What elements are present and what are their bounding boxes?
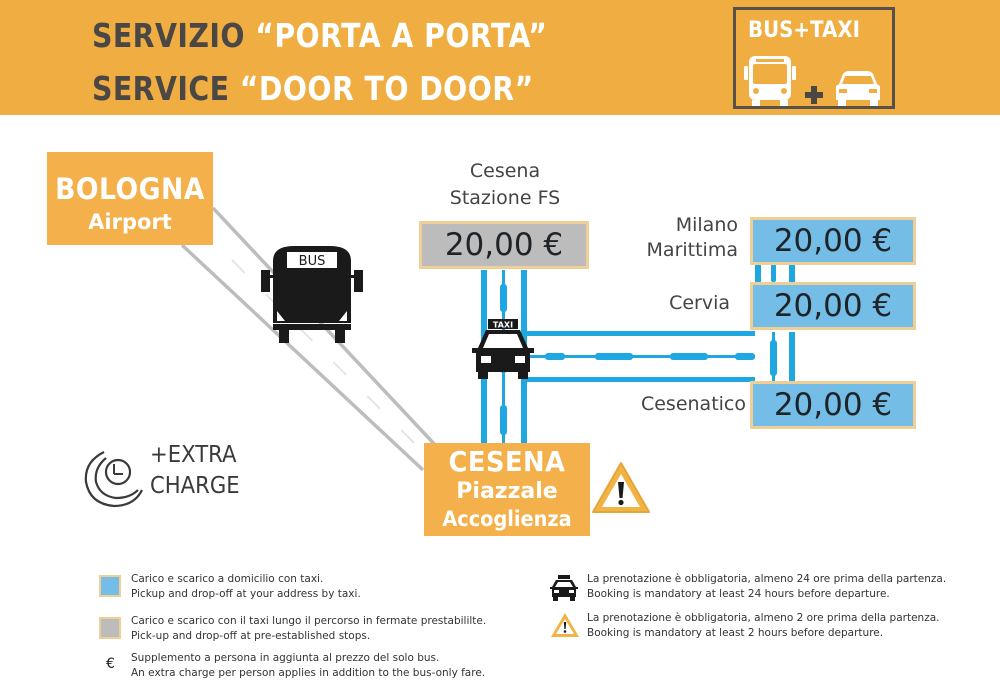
taxi-route-coast	[527, 331, 755, 382]
title-italian: SERVIZIO “PORTA A PORTA”	[92, 16, 547, 55]
legend-taxi-it: La prenotazione è obbligatoria, almeno 2…	[587, 573, 947, 585]
hub-place-line1: Piazzale	[456, 479, 558, 504]
taxi-icon: TAXI	[472, 319, 534, 379]
extra-charge-label: +EXTRA CHARGE	[150, 440, 240, 502]
extra-charge-line1: +EXTRA	[150, 442, 237, 468]
taxi-route-connectors	[755, 264, 795, 384]
price-milano-marittima: 20,00 €	[750, 217, 916, 265]
destination-label-milano-marittima: Milano Marittima	[620, 213, 738, 263]
legend-euro-it: Supplemento a persona in aggiunta al pre…	[131, 652, 440, 664]
title-english-prefix: SERVICE	[92, 69, 230, 108]
hub-place-line2: Accoglienza	[442, 507, 572, 531]
legend-item-blue: Carico e scarico a domicilio con taxi. P…	[131, 572, 361, 602]
price-station-grey: 20,00 €	[419, 221, 589, 269]
legend-grey-it: Carico e scarico con il taxi lungo il pe…	[131, 615, 487, 627]
station-label-line1: Cesena	[469, 160, 541, 182]
station-label-line2: Stazione FS	[449, 187, 561, 209]
legend-warning-it: La prenotazione è obbligatoria, almeno 2…	[587, 612, 940, 624]
car-icon	[836, 71, 880, 106]
legend-item-grey: Carico e scarico con il taxi lungo il pe…	[131, 614, 486, 644]
legend-blue-it: Carico e scarico a domicilio con taxi.	[131, 573, 324, 585]
legend-grey-swatch	[99, 617, 121, 639]
bus-taxi-badge: BUS+TAXI	[733, 7, 895, 109]
title-english: SERVICE “DOOR TO DOOR”	[92, 69, 534, 108]
legend-euro-en: An extra charge per person applies in ad…	[131, 667, 486, 679]
legend-taxi-en: Booking is mandatory at least 24 hours b…	[587, 588, 890, 600]
legend-item-euro: Supplemento a persona in aggiunta al pre…	[131, 651, 485, 681]
taxi-sign: TAXI	[493, 321, 513, 330]
origin-bologna-airport: BOLOGNA Airport	[47, 152, 213, 245]
legend-warning-en: Booking is mandatory at least 2 hours be…	[587, 627, 884, 639]
legend-blue-swatch	[99, 575, 121, 597]
hub-cesena-piazzale-accoglienza: CESENA Piazzale Accoglienza	[424, 443, 590, 536]
price-cesenatico: 20,00 €	[750, 381, 916, 429]
destination-label-cesenatico: Cesenatico	[640, 393, 746, 415]
hub-city: CESENA	[448, 445, 566, 478]
title-italian-service: “PORTA A PORTA”	[255, 16, 548, 55]
legend-blue-en: Pickup and drop-off at your address by t…	[131, 588, 361, 600]
legend-item-warning: La prenotazione è obbligatoria, almeno 2…	[587, 611, 939, 641]
price-cervia: 20,00 €	[750, 282, 916, 330]
destination-label-cervia: Cervia	[669, 292, 730, 314]
bus-icon	[744, 56, 796, 106]
station-label: Cesena Stazione FS	[440, 158, 570, 212]
legend-warning-icon	[551, 613, 579, 637]
origin-city: BOLOGNA	[55, 172, 205, 206]
legend-taxi-icon	[550, 575, 578, 601]
euro-icon: €	[106, 656, 115, 672]
title-italian-prefix: SERVIZIO	[92, 16, 245, 55]
dest-0-line1: Milano	[675, 214, 738, 236]
header-banner: SERVIZIO “PORTA A PORTA” SERVICE “DOOR T…	[0, 0, 1000, 115]
night-clock-icon	[84, 451, 143, 508]
warning-icon	[592, 462, 650, 513]
bus-icon: BUS	[261, 246, 363, 343]
dest-0-line2: Marittima	[646, 239, 738, 261]
bus-sign: BUS	[299, 254, 326, 269]
title-english-service: “DOOR TO DOOR”	[239, 69, 534, 108]
plus-icon	[805, 86, 823, 104]
extra-charge-line2: CHARGE	[150, 473, 240, 499]
legend-item-taxi: La prenotazione è obbligatoria, almeno 2…	[587, 572, 946, 602]
legend-grey-en: Pick-up and drop-off at pre-established …	[131, 630, 371, 642]
origin-place: Airport	[88, 210, 172, 234]
badge-label: BUS+TAXI	[748, 18, 860, 43]
